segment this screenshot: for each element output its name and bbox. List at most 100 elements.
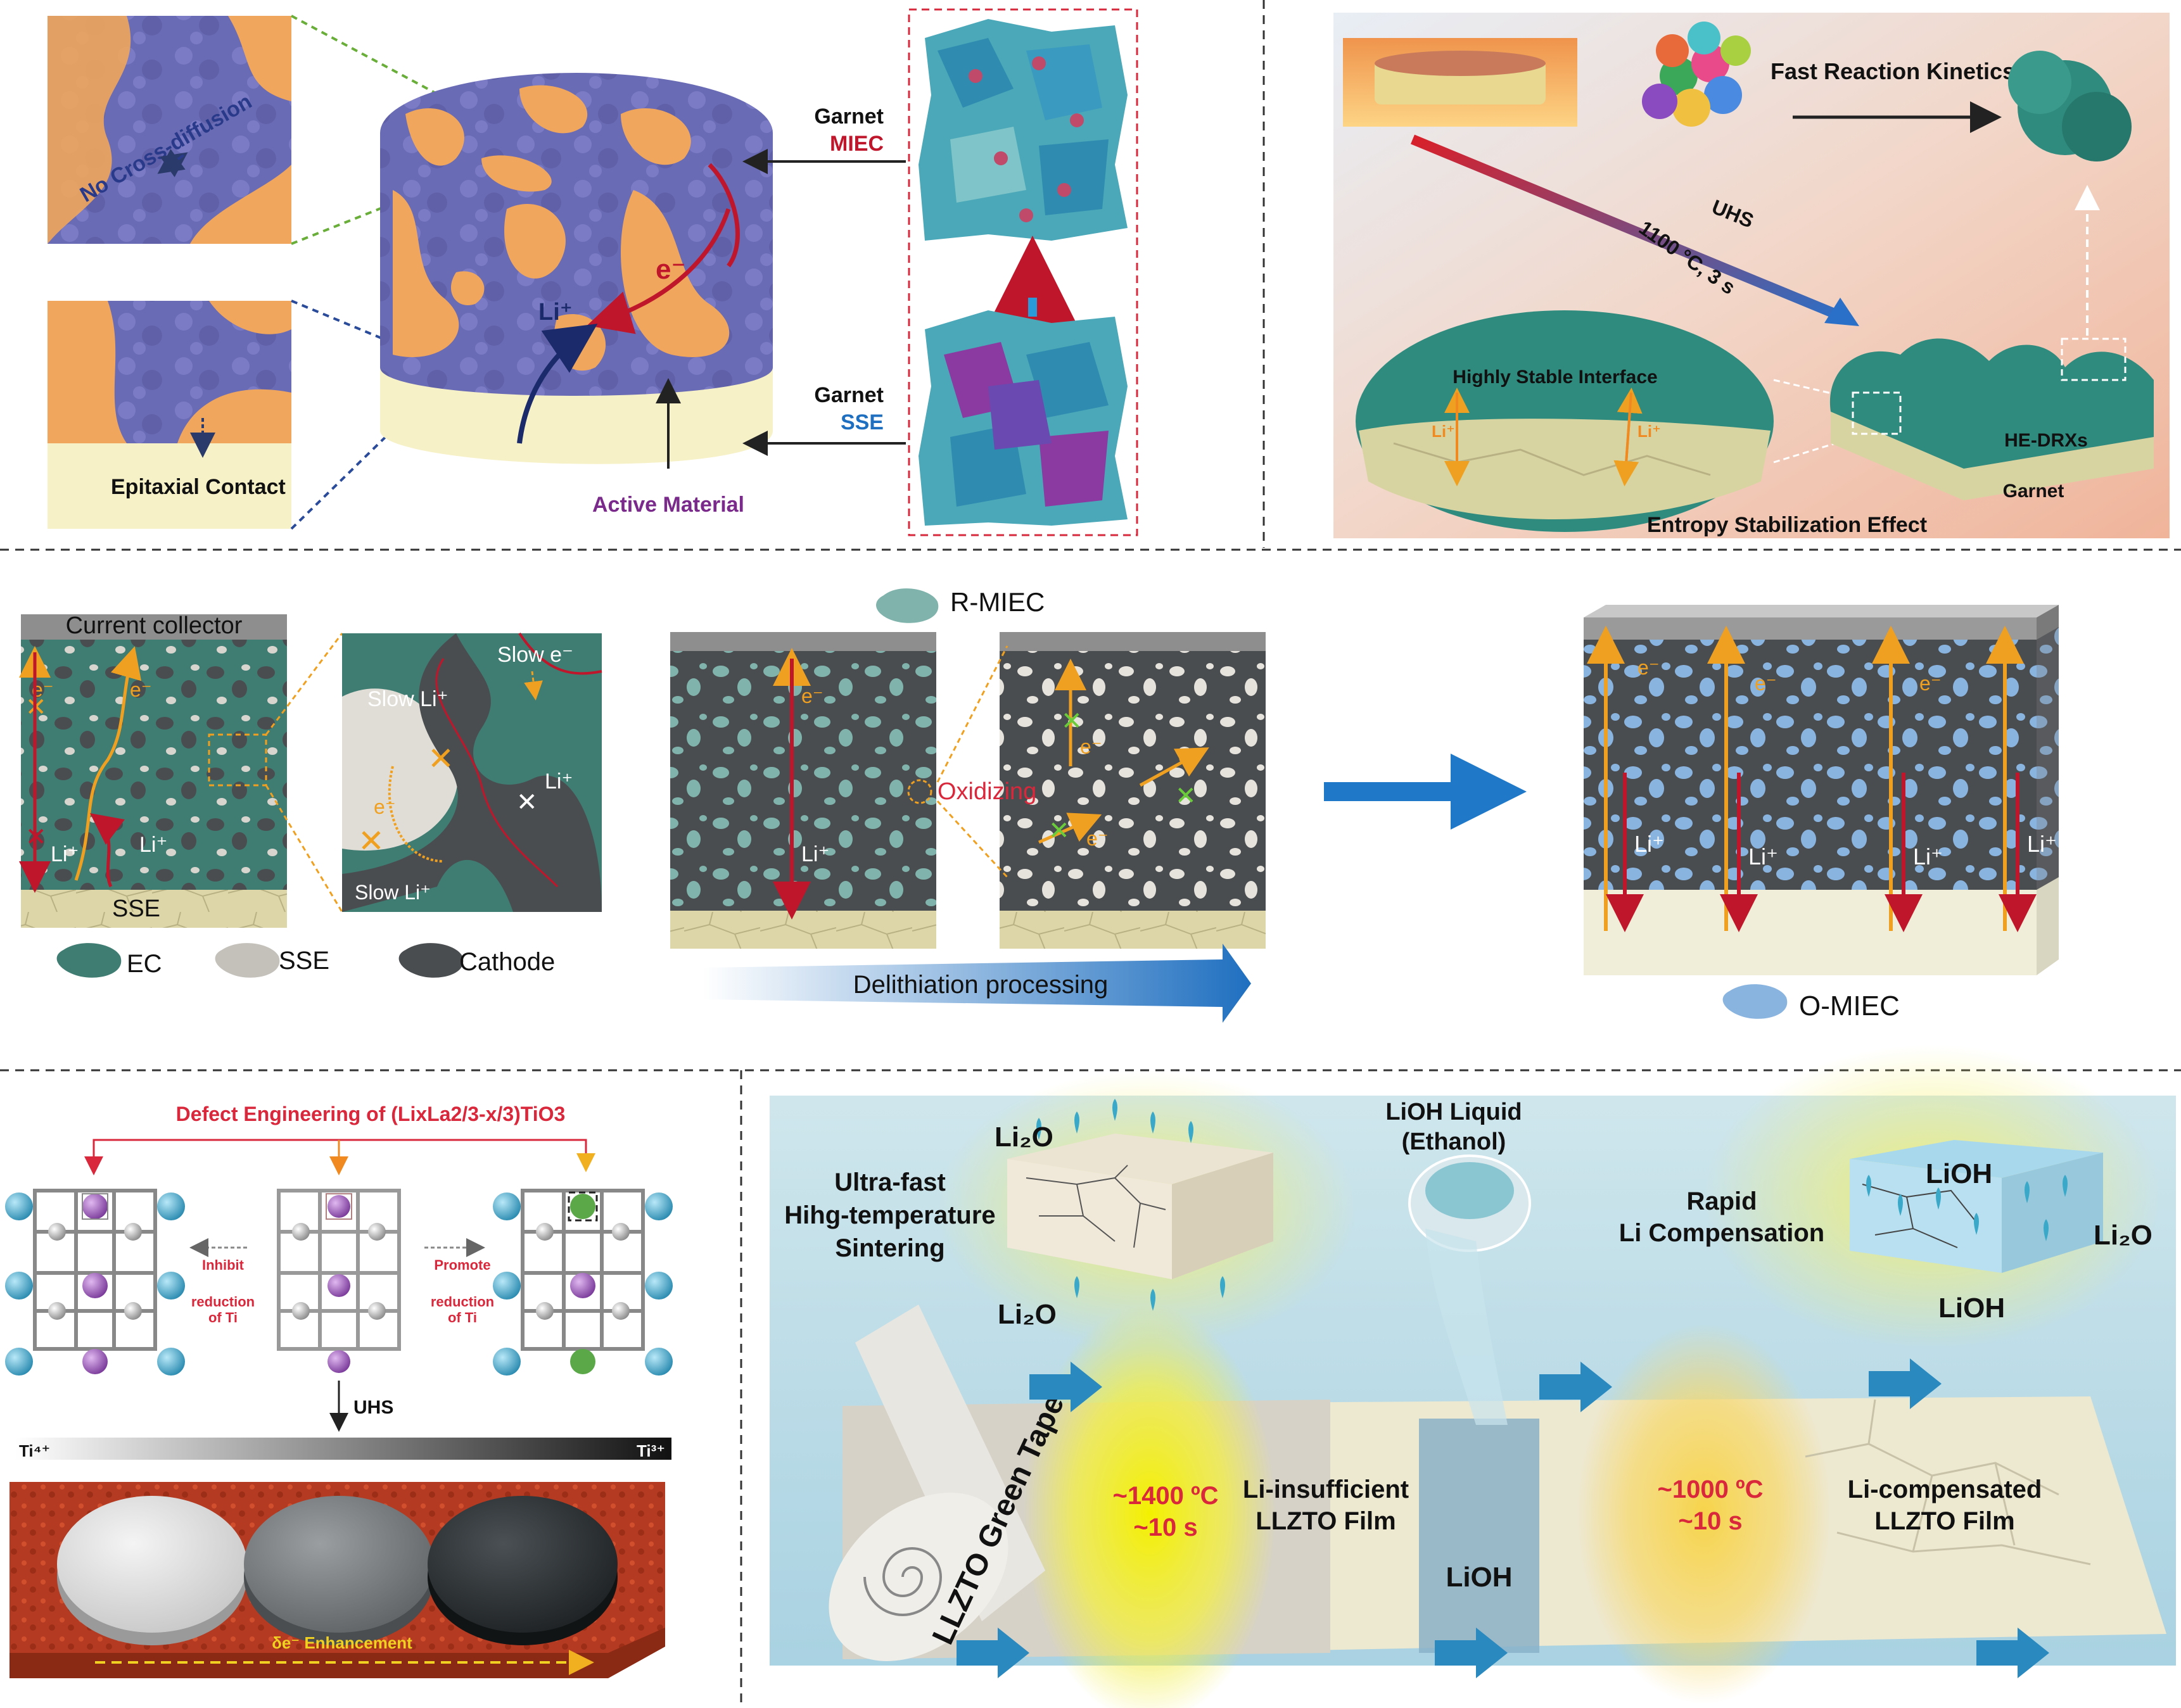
transition-arrow (1324, 754, 1527, 830)
panel-d: Defect Engineering of (LixLa2/3-x/3)TiO3 (5, 1103, 673, 1678)
r-miec-label: R-MIEC (950, 587, 1045, 617)
panel-c: Current collector SSE ✕ e⁻ e⁻ ✕ Li⁺ Li⁺ … (18, 587, 2059, 1023)
r-miec-swatch (876, 588, 939, 623)
conventional-electrode: Current collector SSE ✕ e⁻ e⁻ ✕ Li⁺ Li⁺ (18, 612, 287, 928)
uhs-arrow (1410, 134, 1852, 325)
temp2-label-1: ~1000 ºC (1658, 1476, 1764, 1503)
delithiation-arrow (703, 944, 1251, 1023)
x-mark-zoom-1: ✕ (428, 741, 454, 776)
green-x-2: ✕ (1175, 782, 1197, 810)
zoom-e-label: e⁻ (374, 795, 396, 818)
epitaxial-contact-label: Epitaxial Contact (111, 475, 286, 499)
inhibit-label-3: of Ti (208, 1310, 238, 1325)
legend-ec: EC (127, 950, 162, 978)
temp2-label-2: ~10 s (1678, 1507, 1742, 1535)
rapid-label-2: Li Compensation (1619, 1219, 1824, 1247)
right-e-label-2: e⁻ (1178, 745, 1200, 768)
lioh-beaker (1408, 1154, 1531, 1425)
lattice-right (493, 1189, 673, 1376)
promote-label-1: Promote (434, 1257, 490, 1273)
sintered-disks: δe⁻ Enhancement (10, 1482, 665, 1678)
uhts-label-1: Ultra-fast (834, 1168, 946, 1196)
electrode-cylinder: e⁻ Li⁺ (380, 73, 773, 464)
miec-label: MIEC (830, 132, 884, 156)
r-miec-electrode: e⁻ Li⁺ (670, 632, 936, 949)
legend-ec-swatch (56, 943, 122, 978)
lioh-pool-label: LiOH (1446, 1562, 1512, 1593)
component-legend: EC SSE Cathode (56, 943, 555, 978)
o-li-label-1: Li⁺ (1634, 831, 1664, 857)
ti3-label: Ti³⁺ (637, 1441, 665, 1460)
crystal-frame (908, 8, 1138, 536)
inhibit-label-2: reduction (191, 1294, 255, 1310)
x-mark-zoom-2: ✕ (358, 823, 385, 859)
o-li-label-3: Li⁺ (1913, 844, 1943, 870)
uhs-label-d: UHS (353, 1397, 393, 1418)
green-tape-roll (829, 1305, 1045, 1661)
current-collector-label: Current collector (66, 612, 243, 639)
lithium-path (517, 324, 598, 444)
he-drxs-label: HE-DRXs (2004, 430, 2088, 451)
he-drx-particle (2008, 51, 2132, 161)
interface-zoom: Highly Stable Interface Li⁺ Li⁺ (1356, 310, 1774, 532)
temp1-label-2: ~10 s (1133, 1514, 1197, 1541)
ti-gradient-bar (16, 1438, 671, 1460)
garnet-sse-label: Garnet (814, 383, 884, 407)
lithium-label: Li⁺ (538, 299, 573, 326)
li2o-right-label: Li₂O (2094, 1220, 2152, 1251)
temp1-label-1: ~1400 ºC (1113, 1482, 1219, 1510)
promote-label-3: of Ti (448, 1310, 477, 1325)
rapid-label-1: Rapid (1686, 1187, 1757, 1215)
slow-li-label-2: Slow Li⁺ (355, 881, 431, 904)
sse-layer-label: SSE (112, 895, 160, 922)
lioh-liquid-label-1: LiOH Liquid (1385, 1099, 1522, 1125)
he-drx-film: HE-DRXs Garnet (1829, 338, 2154, 502)
uhts-label-2: Hihg-temperature (784, 1201, 995, 1229)
slow-e-label: Slow e⁻ (497, 643, 573, 667)
diffusion-arrow-2 (157, 149, 186, 174)
o-li-label-4: Li⁺ (2027, 831, 2057, 857)
o-miec-cube: e⁻ e⁻ e⁻ Li⁺ Li⁺ Li⁺ Li⁺ (1584, 605, 2059, 975)
oxidized-electrode: ✕ e⁻ ✕ e⁻ ✕ e⁻ (1000, 632, 1266, 949)
insufficient-label-2: LLZTO Film (1256, 1507, 1396, 1535)
li-label-1: Li⁺ (51, 842, 79, 866)
insufficient-label-1: Li-insufficient (1243, 1476, 1409, 1503)
garnet-miec-label: Garnet (814, 104, 884, 129)
o-miec-swatch (1722, 984, 1788, 1019)
lioh-top-label: LiOH (1926, 1158, 1992, 1189)
li2o-bottom-label: Li₂O (998, 1299, 1057, 1330)
legend-sse: SSE (279, 947, 329, 975)
li-label-2: Li⁺ (139, 833, 167, 857)
oxidizing-label: Oxidizing (938, 778, 1036, 805)
lattice-left (5, 1189, 185, 1376)
panel-e: LLZTO Green Tape (770, 1045, 2176, 1708)
lioh-pool (1419, 1419, 1539, 1653)
compensated-label-1: Li-compensated (1848, 1476, 2042, 1503)
li2o-top-label: Li₂O (995, 1122, 1053, 1153)
o-e-label-2: e⁻ (1755, 672, 1777, 695)
lioh-liquid-label-2: (Ethanol) (1402, 1129, 1506, 1155)
li-left-label: Li⁺ (1432, 422, 1455, 441)
panel-a: No Cross-diffusion Epitaxial Contact e⁻ (48, 8, 1138, 536)
x-mark-li: ✕ (25, 823, 47, 851)
legend-sse-swatch (215, 943, 280, 978)
fast-kinetics-label: Fast Reaction Kinetics (1771, 58, 2015, 84)
compensated-label-2: LLZTO Film (1874, 1507, 2014, 1535)
electron-label: e⁻ (656, 254, 686, 285)
lattice-center (277, 1189, 401, 1373)
uhts-block (1007, 1099, 1273, 1311)
electron-path (587, 208, 731, 334)
garnet-label: Garnet (2003, 481, 2064, 502)
interface-zoom-panel: Slow e⁻ Slow Li⁺ Slow Li⁺ ✕ ✕ ✕ e⁻ Li⁺ (342, 632, 602, 912)
slow-li-label-1: Slow Li⁺ (367, 687, 448, 711)
green-x-1: ✕ (1061, 707, 1083, 735)
stable-interface-label: Highly Stable Interface (1453, 367, 1657, 388)
element-cluster (1642, 22, 1751, 127)
o-e-label-1: e⁻ (1637, 656, 1660, 679)
lioh-bottom-label: LiOH (1938, 1293, 2005, 1324)
legend-cathode-swatch (398, 943, 464, 978)
defect-title: Defect Engineering of (LixLa2/3-x/3)TiO3 (176, 1103, 566, 1125)
uhts-label-3: Sintering (835, 1234, 944, 1262)
x-mark-zoom-3: ✕ (516, 788, 538, 816)
